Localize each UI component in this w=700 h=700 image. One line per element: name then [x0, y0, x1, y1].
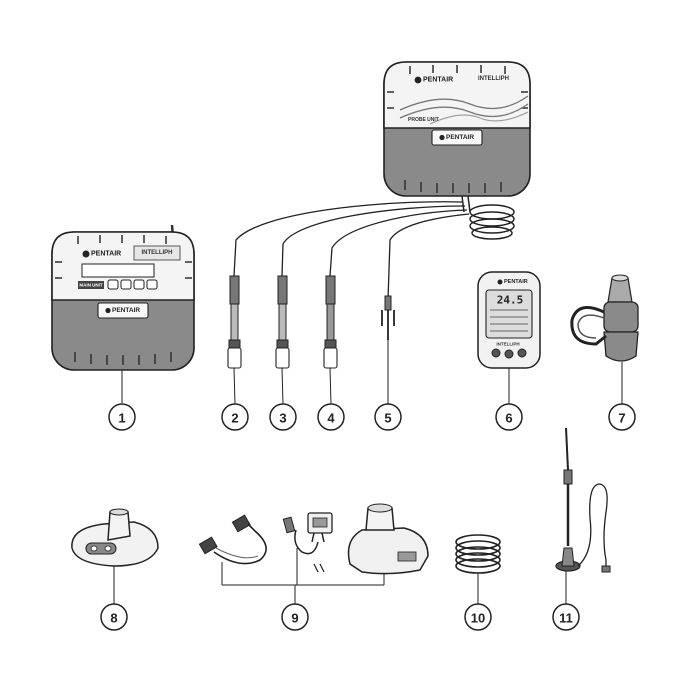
callout-label-11: 11: [559, 611, 573, 626]
probe-cable-coil: [461, 195, 515, 240]
callout-label-9: 9: [291, 611, 298, 626]
temperature-sensor: [381, 295, 395, 404]
network-cable-plugs: [198, 514, 267, 565]
callout-label-6: 6: [505, 411, 512, 426]
display-button-left[interactable]: [491, 348, 501, 358]
display-button-right[interactable]: [517, 348, 527, 358]
callout-2: 2: [221, 403, 249, 431]
callout-5: 5: [374, 403, 402, 431]
power-adapter: [282, 512, 333, 573]
callout-7: 7: [608, 403, 636, 431]
external-antenna: [555, 427, 611, 604]
network-kit: [198, 503, 429, 604]
callout-11: 11: [552, 603, 580, 631]
probe-brand-text: PENTAIR: [423, 77, 453, 84]
sensor-cables: [233, 201, 470, 301]
main-controller-unit: PENTAIR INTELLIPH MAIN UNIT PENTAIR: [51, 224, 195, 403]
probe-badge-text: PENTAIR: [446, 134, 474, 141]
controller-main-unit-text: MAIN UNIT: [79, 283, 102, 288]
extension-cable: [455, 534, 501, 604]
callout-label-7: 7: [618, 411, 625, 426]
callout-label-3: 3: [279, 411, 286, 426]
remote-display: PENTAIR 24.5 INTELLIPH: [477, 271, 541, 404]
callout-4: 4: [317, 403, 345, 431]
wireless-flow-sensor: [570, 274, 639, 404]
callout-10: 10: [464, 603, 492, 631]
display-product-text: INTELLIPH: [496, 342, 519, 347]
network-bridge: [347, 503, 429, 575]
probe-unit-text: PROBE UNIT: [408, 117, 439, 123]
callout-label-8: 8: [110, 611, 117, 626]
callout-label-5: 5: [384, 411, 391, 426]
probe-product-text: INTELLIPH: [478, 76, 509, 82]
display-brand-text: PENTAIR: [504, 279, 528, 285]
ph-probe: [227, 275, 242, 405]
callout-6: 6: [495, 403, 523, 431]
callout-8: 8: [100, 603, 128, 631]
display-button-center[interactable]: [504, 349, 514, 359]
callout-3: 3: [269, 403, 297, 431]
conductivity-probe: [323, 275, 338, 405]
callout-1: 1: [108, 403, 136, 431]
controller-badge-text: PENTAIR: [112, 307, 140, 314]
controller-product-text: INTELLIPH: [142, 250, 173, 256]
callout-9: 9: [281, 603, 309, 631]
callout-label-10: 10: [471, 611, 485, 626]
callout-label-4: 4: [327, 411, 335, 426]
display-reading: 24.5: [497, 294, 524, 307]
probe-unit: PENTAIR INTELLIPH PROBE UNIT PENTAIR: [383, 61, 531, 240]
callout-label-1: 1: [118, 411, 125, 426]
controller-brand-text: PENTAIR: [91, 251, 121, 258]
orp-probe: [275, 275, 290, 405]
callout-label-2: 2: [231, 411, 238, 426]
callout-markers: 1 2 3 4 5 6 7 8 9 10 11: [100, 403, 636, 631]
sensor-mount: [71, 508, 159, 604]
